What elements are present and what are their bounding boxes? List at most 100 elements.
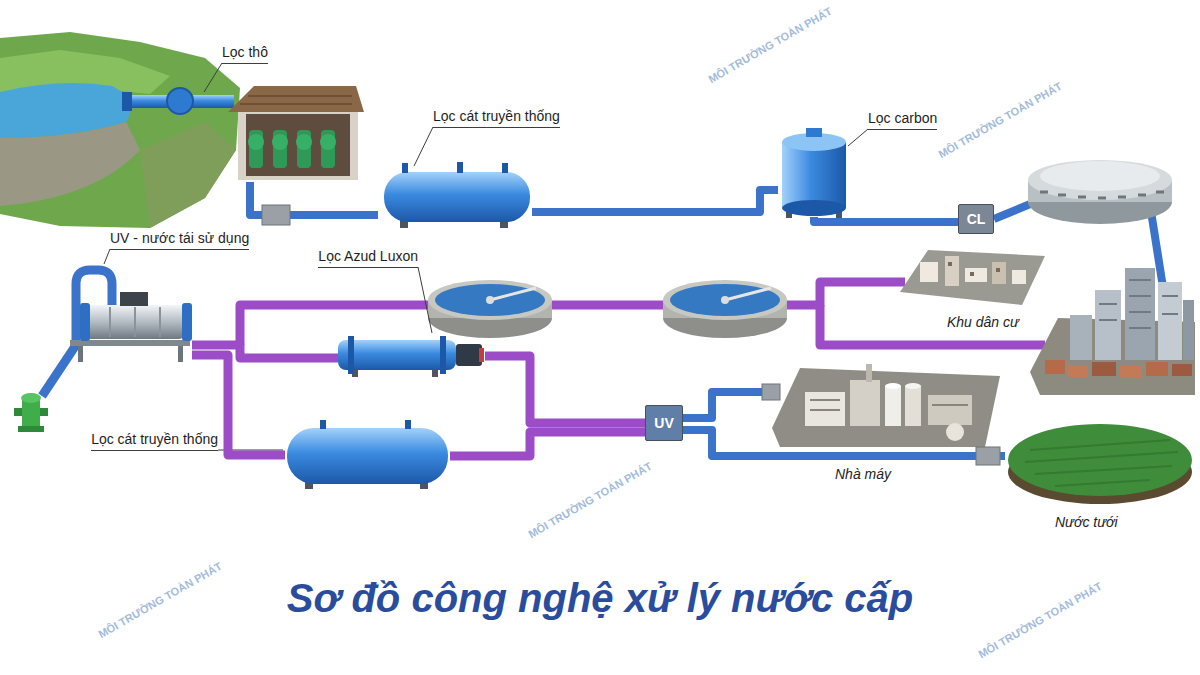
city-skyline — [1045, 360, 1065, 374]
sand-filter-tank — [405, 420, 411, 429]
purple-pipe — [820, 305, 1045, 345]
watermark: MÔI TRƯỜNG TOÀN PHÁT — [936, 80, 1064, 161]
clarifier-tank — [670, 284, 780, 316]
azud-filter — [456, 344, 482, 366]
diagram-title: Sơ đồ công nghệ xử lý nước cấp — [287, 574, 913, 622]
uv-reuse-unit — [110, 307, 160, 337]
factory — [928, 395, 972, 425]
clarifier-tank — [428, 280, 552, 320]
clarifier-tank — [486, 296, 494, 304]
pipe-junction-box — [762, 384, 780, 400]
screen-house — [249, 130, 263, 168]
uv-reuse-unit — [42, 270, 192, 396]
callout-label: Lọc carbon — [868, 110, 937, 130]
factory — [772, 368, 1000, 447]
uv-reuse-unit — [85, 305, 185, 339]
callout-label: Nhà máy — [835, 466, 891, 482]
landscape — [0, 32, 240, 228]
screen-house — [248, 134, 264, 150]
callout-label: Lọc thô — [222, 44, 268, 64]
reservoir — [1040, 192, 1164, 198]
leader-line — [104, 249, 110, 264]
clarifier-tank — [435, 284, 545, 316]
sand-filter-tank — [320, 420, 326, 429]
leader-line — [418, 267, 432, 333]
city-skyline — [1092, 362, 1116, 376]
equipment-area: Khu dân cư — [900, 245, 1045, 305]
callout-label: Khu dân cư — [947, 314, 1019, 330]
uv-reuse-unit — [178, 346, 183, 362]
sand-filter-tank — [384, 162, 530, 228]
city-skyline — [1120, 366, 1142, 378]
factory — [905, 386, 921, 426]
residential-area — [996, 268, 1000, 272]
box-label: CL — [967, 211, 986, 227]
uv-reuse-unit — [182, 303, 192, 341]
residential-area — [1012, 270, 1026, 284]
hydrant — [40, 408, 48, 416]
box-label: UV — [654, 415, 673, 431]
sand-filter-tank — [287, 428, 448, 484]
equipment-area: Lọc Azud Luxon — [338, 335, 485, 377]
hydrant — [14, 408, 22, 416]
azud-filter — [479, 348, 484, 362]
screen-house — [228, 86, 364, 112]
screen-house — [321, 130, 335, 168]
equipment-area: Lọc cát truyền thống — [285, 425, 450, 487]
irrigation-field — [1008, 424, 1192, 504]
azud-filter — [440, 336, 446, 374]
purple-pipe — [548, 301, 668, 310]
residential-area — [992, 262, 1006, 284]
sand-filter-tank — [402, 163, 408, 173]
sand-filter-tank — [384, 172, 530, 222]
uv-reuse-unit — [70, 340, 190, 346]
factory — [885, 386, 901, 426]
city-skyline — [1099, 280, 1178, 328]
equipment-area: Nhà máy — [770, 362, 1000, 447]
residential-area — [970, 272, 974, 276]
sand-filter-tank — [457, 162, 463, 173]
uv-reuse-unit — [78, 346, 83, 362]
purple-pipe — [240, 305, 432, 345]
landscape — [0, 32, 240, 228]
reservoir — [1040, 161, 1160, 191]
equipment-area: Lọc cát truyền thống — [378, 170, 532, 224]
city-skyline — [1125, 268, 1155, 360]
factory — [866, 364, 872, 382]
intake-pipe — [122, 88, 234, 114]
irrigation-field — [1008, 424, 1192, 496]
leader-line — [204, 63, 222, 92]
watermark: MÔI TRƯỜNG TOÀN PHÁT — [526, 460, 654, 541]
city-skyline — [1030, 268, 1195, 395]
residential-area — [965, 268, 987, 282]
azud-filter — [338, 336, 484, 377]
residential-area — [945, 256, 959, 286]
process-box: UV — [645, 405, 683, 441]
factory — [885, 383, 901, 389]
factory — [905, 383, 921, 389]
factory — [772, 364, 1000, 447]
leader-line — [414, 127, 433, 166]
clarifier-tank — [721, 296, 729, 304]
carbon-filter — [782, 142, 846, 208]
screen-house — [273, 130, 287, 168]
residential-area — [900, 250, 1045, 305]
watermark: MÔI TRƯỜNG TOÀN PHÁT — [96, 560, 224, 641]
equipment-area: UV - nước tái sử dụng — [55, 282, 192, 365]
carbon-filter — [806, 128, 822, 137]
callout-label: Lọc cát truyền thống — [433, 108, 560, 128]
screen-house — [297, 130, 311, 168]
hydrant — [21, 393, 41, 403]
residential-area — [920, 262, 938, 282]
pipe-junction-box — [262, 205, 1000, 465]
city-skyline — [1146, 362, 1168, 376]
factory — [850, 380, 880, 426]
equipment-area: Nước tưới — [1005, 420, 1195, 502]
callout-label: Nước tưới — [1055, 514, 1118, 530]
city-skyline — [1095, 290, 1121, 360]
carbon-filter — [782, 128, 846, 218]
sand-filter-tank — [502, 163, 508, 173]
city-skyline — [1068, 365, 1088, 377]
hydrant — [14, 393, 48, 432]
